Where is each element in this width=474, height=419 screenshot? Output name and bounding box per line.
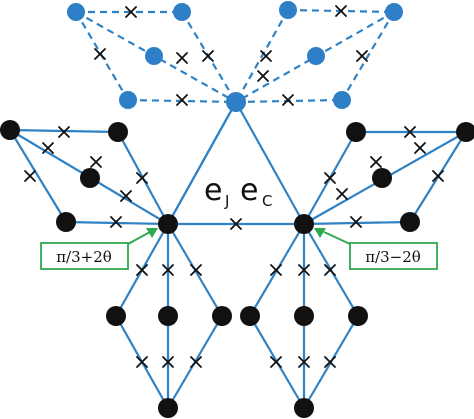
blue-node xyxy=(145,47,163,65)
black-node xyxy=(0,120,20,140)
blue-node xyxy=(119,91,137,109)
cross-mark xyxy=(298,356,310,368)
black-node xyxy=(106,306,126,326)
angle-box-left xyxy=(40,242,129,270)
cross-mark xyxy=(298,264,310,276)
cross-mark xyxy=(432,170,444,182)
blue-node xyxy=(385,3,403,21)
arrowhead-left xyxy=(146,228,158,238)
angle-annotation-left: π/3+2θ xyxy=(40,228,158,270)
black-node xyxy=(294,398,314,418)
black-node xyxy=(56,212,76,232)
cross-mark xyxy=(404,126,416,138)
cross-mark xyxy=(260,50,272,62)
top-dashed-lattice xyxy=(75,8,395,104)
blue-node xyxy=(279,1,297,19)
cross-marks xyxy=(24,5,444,368)
cross-mark xyxy=(24,170,36,182)
e-j-main: e xyxy=(204,173,222,208)
cross-mark xyxy=(176,94,188,106)
cross-mark xyxy=(336,188,348,200)
cross-mark xyxy=(190,264,202,276)
black-nodes xyxy=(0,120,474,418)
black-node xyxy=(400,212,420,232)
cross-mark xyxy=(324,356,336,368)
cross-mark xyxy=(350,216,362,228)
e-j-sub: J xyxy=(224,192,229,210)
black-node xyxy=(372,168,392,188)
cross-mark xyxy=(270,356,282,368)
cross-mark xyxy=(125,6,137,18)
cross-mark xyxy=(58,126,70,138)
arrow-right xyxy=(323,231,351,245)
black-node xyxy=(240,306,260,326)
cross-mark xyxy=(136,264,148,276)
cross-mark xyxy=(202,50,214,62)
black-node xyxy=(80,168,100,188)
cross-mark xyxy=(162,264,174,276)
blue-node xyxy=(307,47,325,65)
angle-annotation-right: π/3−2θ xyxy=(314,228,438,270)
cross-mark xyxy=(335,5,347,17)
black-node xyxy=(212,306,232,326)
cross-mark xyxy=(136,356,148,368)
cross-mark xyxy=(414,142,426,154)
arrow-left xyxy=(127,231,151,245)
black-node xyxy=(158,398,178,418)
angle-box-right xyxy=(349,242,438,270)
black-node xyxy=(294,306,314,326)
cross-mark xyxy=(190,356,202,368)
blue-node xyxy=(333,91,351,109)
cross-mark xyxy=(230,218,242,230)
central-triangle xyxy=(166,100,306,226)
angle-label-left: π/3+2θ xyxy=(56,248,112,266)
blue-node xyxy=(226,92,246,112)
e-c-sub: C xyxy=(262,192,272,210)
cross-mark xyxy=(162,356,174,368)
arrowhead-right xyxy=(314,228,326,238)
cross-mark xyxy=(136,172,148,184)
cross-mark xyxy=(90,156,102,168)
cross-mark xyxy=(282,94,294,106)
black-node xyxy=(456,122,474,142)
left-upper-lattice xyxy=(8,100,238,226)
cross-mark xyxy=(270,264,282,276)
cross-mark xyxy=(110,216,122,228)
vector-labels: e J e C xyxy=(204,173,272,210)
cross-mark xyxy=(356,50,368,62)
black-node xyxy=(294,214,314,234)
cross-mark xyxy=(94,48,106,60)
cross-mark xyxy=(324,172,336,184)
blue-node xyxy=(173,3,191,21)
black-node xyxy=(158,306,178,326)
blue-node xyxy=(67,3,85,21)
black-node xyxy=(346,122,366,142)
e-c-main: e xyxy=(240,173,258,208)
black-node xyxy=(158,214,178,234)
cross-mark xyxy=(370,156,382,168)
black-node xyxy=(348,306,368,326)
cross-mark xyxy=(176,52,188,64)
cross-mark xyxy=(120,190,132,202)
cross-mark xyxy=(324,264,336,276)
cross-mark xyxy=(257,70,269,82)
black-node xyxy=(108,122,128,142)
blue-nodes xyxy=(67,1,403,112)
angle-label-right: π/3−2θ xyxy=(365,248,421,266)
cross-mark xyxy=(42,142,54,154)
